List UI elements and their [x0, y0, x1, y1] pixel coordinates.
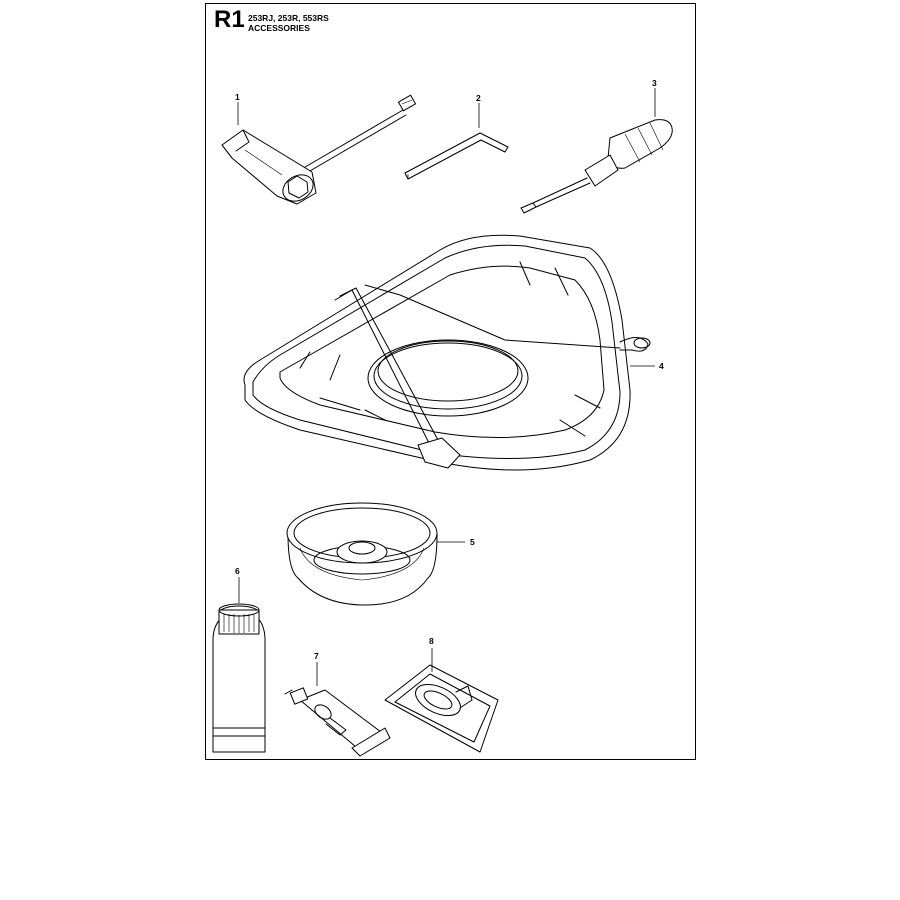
callout-5: 5 — [470, 537, 475, 547]
spark-plug-wrench — [221, 94, 417, 205]
callout-8: 8 — [429, 636, 434, 646]
callout-1: 1 — [235, 92, 240, 102]
model-list: 253RJ, 253R, 553RS — [248, 13, 329, 23]
callout-4: 4 — [659, 361, 664, 371]
screwdriver — [520, 119, 673, 214]
transport-guard — [243, 234, 651, 471]
harness-package — [384, 664, 499, 753]
support-cup — [286, 502, 438, 606]
oil-bottle — [212, 603, 266, 753]
callout-6: 6 — [235, 566, 240, 576]
callout-2: 2 — [476, 93, 481, 103]
hex-key — [404, 132, 509, 180]
section-title: ACCESSORIES — [248, 23, 310, 33]
callout-3: 3 — [652, 78, 657, 88]
callout-7: 7 — [314, 651, 319, 661]
grease-tube — [284, 687, 391, 757]
section-code: R1 — [214, 6, 245, 33]
